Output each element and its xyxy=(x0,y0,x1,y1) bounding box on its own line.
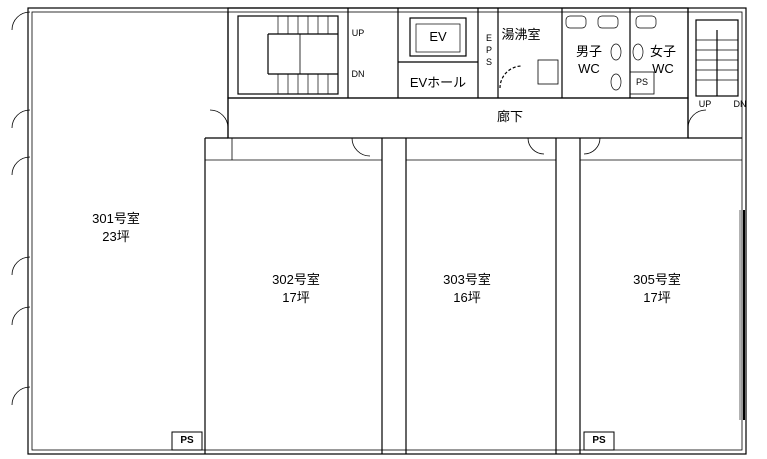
room-302-name: 302号室 xyxy=(272,272,320,287)
corridor-wall xyxy=(227,97,689,139)
room-305-area: 17坪 xyxy=(643,290,671,305)
mens-wc-label-line2: WC xyxy=(578,61,600,76)
right-stair-dn-label: DN xyxy=(733,99,747,109)
ev-label: EV xyxy=(429,29,447,44)
right-stair-up-label: UP xyxy=(698,99,712,109)
left-stair-up-label: UP xyxy=(351,28,365,38)
elevator-shaft xyxy=(409,17,467,57)
ps-label-301: PS xyxy=(180,435,194,446)
mens-wc-label-line1: 男子 xyxy=(575,44,602,59)
womens-wc-label-line1: 女子 xyxy=(649,44,676,59)
eps-p-label: P xyxy=(485,45,492,55)
room-305-name: 305号室 xyxy=(633,272,681,287)
eps-e-label: E xyxy=(485,33,492,43)
inner-wall xyxy=(31,11,743,451)
wc-ps-label: PS xyxy=(635,77,648,87)
room-301-area: 23坪 xyxy=(102,229,130,244)
room-301-name: 301号室 xyxy=(92,211,140,226)
room-303-area: 16坪 xyxy=(453,290,481,305)
room-303-name: 303号室 xyxy=(443,272,491,287)
ps-label-305: PS xyxy=(592,435,606,446)
ev-hall-label: EVホール xyxy=(409,75,467,90)
corridor-label: 廊下 xyxy=(496,109,523,124)
eps-s-label: S xyxy=(485,57,492,67)
room-302-area: 17坪 xyxy=(282,290,310,305)
kitchenette-label: 湯沸室 xyxy=(501,27,541,42)
womens-wc-label-line2: WC xyxy=(652,61,674,76)
left-stair-dn-label: DN xyxy=(351,69,365,79)
